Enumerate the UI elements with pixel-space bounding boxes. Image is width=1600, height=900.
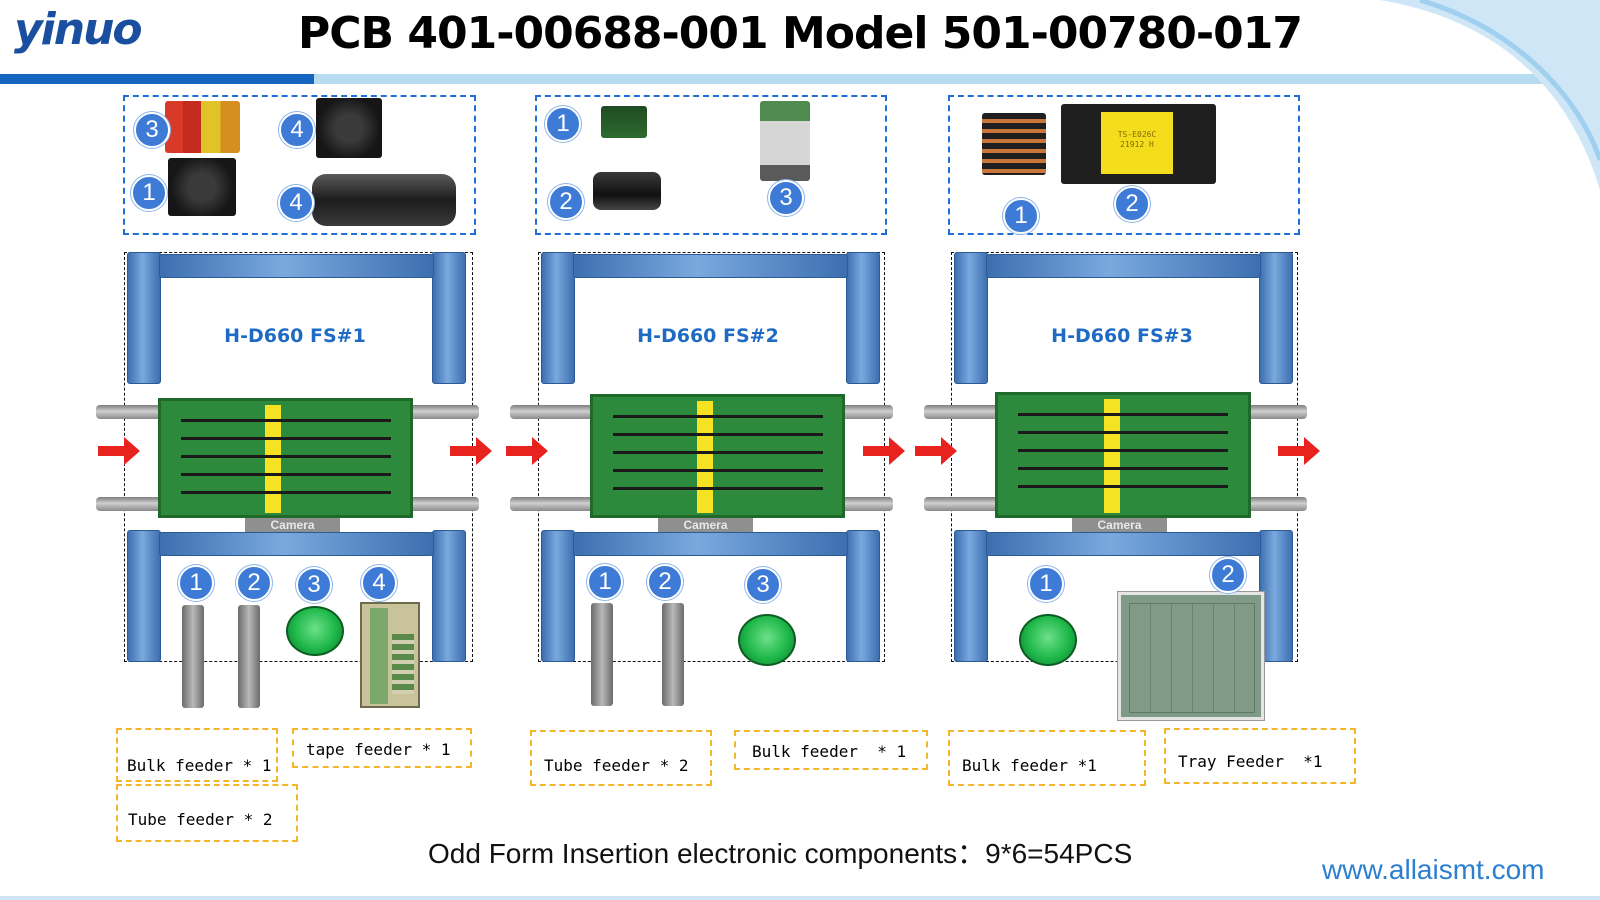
pcb-board xyxy=(590,394,845,518)
relay-component xyxy=(593,172,661,210)
feeder-badge: 2 xyxy=(647,564,683,600)
camera-label: Camera xyxy=(245,518,340,532)
footer-divider xyxy=(0,896,1600,900)
feeder-badge: 3 xyxy=(296,567,332,603)
footer-summary: Odd Form Insertion electronic components… xyxy=(428,838,1133,869)
gantry-post xyxy=(1259,530,1293,662)
flow-arrow xyxy=(915,437,957,465)
bulk-feeder xyxy=(1019,614,1077,666)
gantry-post xyxy=(432,252,466,384)
logo-text: yinuo xyxy=(14,4,143,55)
power-inductor-component xyxy=(168,158,236,216)
feeder-badge: 2 xyxy=(1210,557,1246,593)
feeder-label: Bulk feeder * 1 xyxy=(752,742,907,761)
feeder-badge: 1 xyxy=(587,564,623,600)
feeder-badge: 3 xyxy=(745,567,781,603)
feeder-label: Tube feeder * 2 xyxy=(544,756,689,775)
transformer-component: TS-E026C 21912 H xyxy=(1061,104,1216,184)
flow-arrow xyxy=(98,437,140,465)
feeder-label-box: Tube feeder * 2 xyxy=(530,730,712,786)
feeder-label-box: Tray Feeder *1 xyxy=(1164,728,1356,784)
feeder-label: Tray Feeder *1 xyxy=(1178,752,1323,771)
gantry-post xyxy=(432,530,466,662)
camera-label: Camera xyxy=(1072,518,1167,532)
gantry-beam xyxy=(573,532,848,556)
tube-feeder xyxy=(182,605,204,708)
tube-feeder xyxy=(591,603,613,706)
header-divider-light xyxy=(314,74,1600,84)
inductor-component xyxy=(316,98,382,158)
station-label: H-D660 FS#2 xyxy=(637,325,779,347)
bulk-feeder xyxy=(738,614,796,666)
station-1-components-box xyxy=(123,95,476,235)
component-badge: 1 xyxy=(1003,198,1039,234)
flow-arrow xyxy=(450,437,492,465)
component-badge: 2 xyxy=(548,184,584,220)
feeder-label-box: tape feeder * 1 xyxy=(292,728,472,768)
feeder-label-box: Bulk feeder * 1 xyxy=(116,728,278,782)
gantry-post xyxy=(954,252,988,384)
feeder-label: tape feeder * 1 xyxy=(306,740,451,759)
station-3-components-box xyxy=(948,95,1300,235)
flow-arrow xyxy=(1278,437,1320,465)
corner-swoosh xyxy=(1380,0,1600,190)
gantry-post xyxy=(1259,252,1293,384)
feeder-label-box: Bulk feeder * 1 xyxy=(734,730,928,770)
gantry-post xyxy=(541,530,575,662)
capacitor-component xyxy=(312,174,456,226)
flow-arrow xyxy=(506,437,548,465)
company-logo: yinuo xyxy=(14,6,184,54)
feeder-badge: 4 xyxy=(361,565,397,601)
tape-feeder xyxy=(360,602,420,708)
feeder-badge: 2 xyxy=(236,565,272,601)
station-label: H-D660 FS#1 xyxy=(224,325,366,347)
gantry-post xyxy=(846,530,880,662)
feeder-label: Tube feeder * 2 xyxy=(128,810,273,829)
tube-feeder xyxy=(238,605,260,708)
gantry-post xyxy=(127,530,161,662)
gantry-post xyxy=(846,252,880,384)
component-badge: 4 xyxy=(279,112,315,148)
feeder-label: Bulk feeder *1 xyxy=(962,756,1097,775)
terminal-block-component xyxy=(165,101,240,153)
pcb-board xyxy=(158,398,413,518)
gantry-beam xyxy=(159,254,434,278)
gantry-post xyxy=(541,252,575,384)
feeder-badge: 1 xyxy=(1028,566,1064,602)
connector-component xyxy=(601,106,647,138)
component-badge: 1 xyxy=(545,106,581,142)
gantry-post xyxy=(127,252,161,384)
pcb-board xyxy=(995,392,1251,518)
component-badge: 2 xyxy=(1114,186,1150,222)
footer-url[interactable]: www.allaismt.com xyxy=(1322,854,1545,885)
feeder-label: Bulk feeder * 1 xyxy=(127,756,272,775)
flow-arrow xyxy=(863,437,905,465)
feeder-badge: 1 xyxy=(178,565,214,601)
gantry-beam xyxy=(986,254,1261,278)
page-title: PCB 401-00688-001 Model 501-00780-017 xyxy=(297,8,1303,59)
bulk-feeder xyxy=(286,606,344,656)
component-badge: 3 xyxy=(768,180,804,216)
coil-component xyxy=(982,113,1046,175)
switch-component xyxy=(760,101,810,181)
gantry-beam xyxy=(159,532,434,556)
tray-feeder xyxy=(1118,592,1264,720)
header-divider-dark xyxy=(0,74,314,84)
transformer-marking: TS-E026C 21912 H xyxy=(1101,112,1173,174)
gantry-post xyxy=(954,530,988,662)
gantry-beam xyxy=(986,532,1261,556)
feeder-label-box: Bulk feeder *1 xyxy=(948,730,1146,786)
component-badge: 4 xyxy=(278,185,314,221)
gantry-beam xyxy=(573,254,848,278)
station-2-components-box xyxy=(535,95,887,235)
component-badge: 1 xyxy=(131,175,167,211)
station-label: H-D660 FS#3 xyxy=(1051,325,1193,347)
tube-feeder xyxy=(662,603,684,706)
camera-label: Camera xyxy=(658,518,753,532)
component-badge: 3 xyxy=(134,112,170,148)
feeder-label-box: Tube feeder * 2 xyxy=(116,784,298,842)
